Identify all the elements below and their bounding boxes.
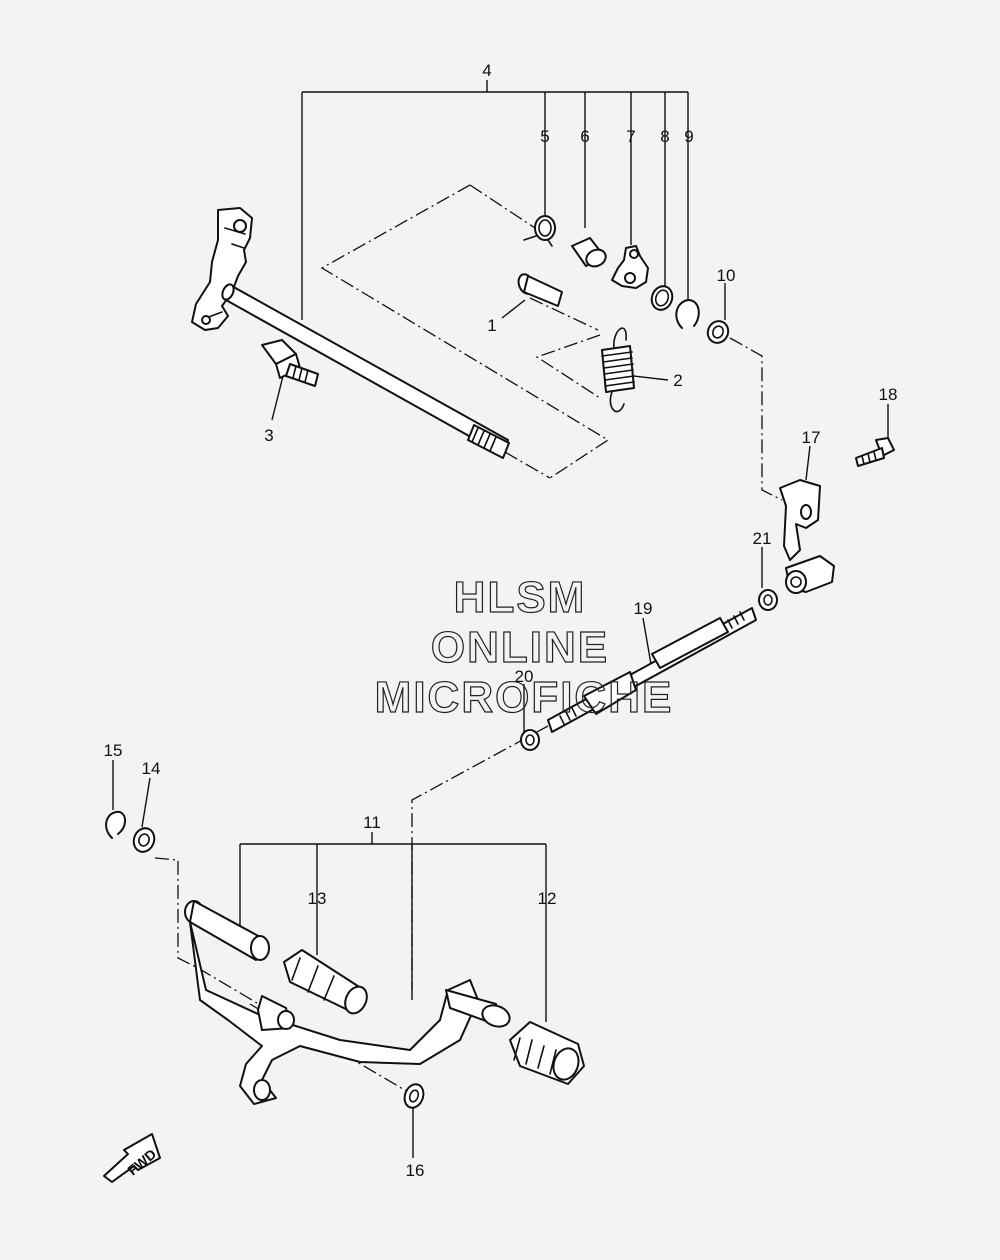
callout-1: 1 [487, 316, 496, 335]
nut-21 [758, 589, 778, 611]
bolt-18 [855, 437, 895, 467]
callout-14: 14 [142, 759, 161, 778]
shift-shaft-assembly [191, 207, 510, 459]
callout-16: 16 [406, 1161, 425, 1180]
shift-arm-17 [779, 479, 835, 594]
callout-21: 21 [753, 529, 772, 548]
circlip-15 [105, 810, 126, 839]
peg-rubber-13 [283, 949, 368, 1015]
callout-11: 11 [363, 813, 381, 832]
callout-3: 3 [264, 426, 273, 445]
pin-1 [517, 273, 563, 307]
watermark-line-2: ONLINE [431, 623, 609, 672]
lever-7 [611, 245, 649, 289]
torsion-spring-5 [523, 215, 556, 247]
callout-numbers: 4 5 6 7 8 9 1 2 3 10 18 17 21 19 20 15 1… [104, 61, 898, 1180]
watermark-line-1: HLSM [454, 573, 587, 622]
callout-20: 20 [515, 667, 534, 686]
callout-18: 18 [879, 385, 898, 404]
callout-9: 9 [684, 127, 693, 146]
washer-8 [650, 285, 674, 311]
shift-pedal-11 [184, 900, 511, 1105]
leader-lines [112, 80, 889, 1158]
collar-6 [571, 237, 607, 268]
washer-14 [132, 827, 156, 853]
callout-8: 8 [660, 127, 669, 146]
callout-13: 13 [308, 889, 327, 908]
callout-2: 2 [673, 371, 682, 390]
washer-16 [403, 1083, 425, 1109]
watermark: HLSM ONLINE MICROFICHE [374, 572, 674, 722]
tension-spring-2 [601, 327, 635, 413]
callout-10: 10 [717, 266, 736, 285]
callout-4: 4 [482, 61, 491, 80]
callout-17: 17 [802, 428, 821, 447]
toe-rubber-12 [509, 1021, 585, 1085]
circlip-9 [675, 299, 700, 329]
watermark-line-3: MICROFICHE [375, 673, 674, 722]
washer-10 [706, 320, 730, 344]
callout-15: 15 [104, 741, 123, 760]
stud-bolt-3 [261, 339, 319, 387]
callout-7: 7 [626, 127, 635, 146]
callout-19: 19 [634, 599, 653, 618]
callout-12: 12 [538, 889, 557, 908]
shift-rod-19 [547, 607, 757, 733]
fwd-direction-arrow: FWD [103, 1133, 161, 1183]
nut-20 [520, 729, 540, 751]
callout-6: 6 [580, 127, 589, 146]
callout-5: 5 [540, 127, 549, 146]
